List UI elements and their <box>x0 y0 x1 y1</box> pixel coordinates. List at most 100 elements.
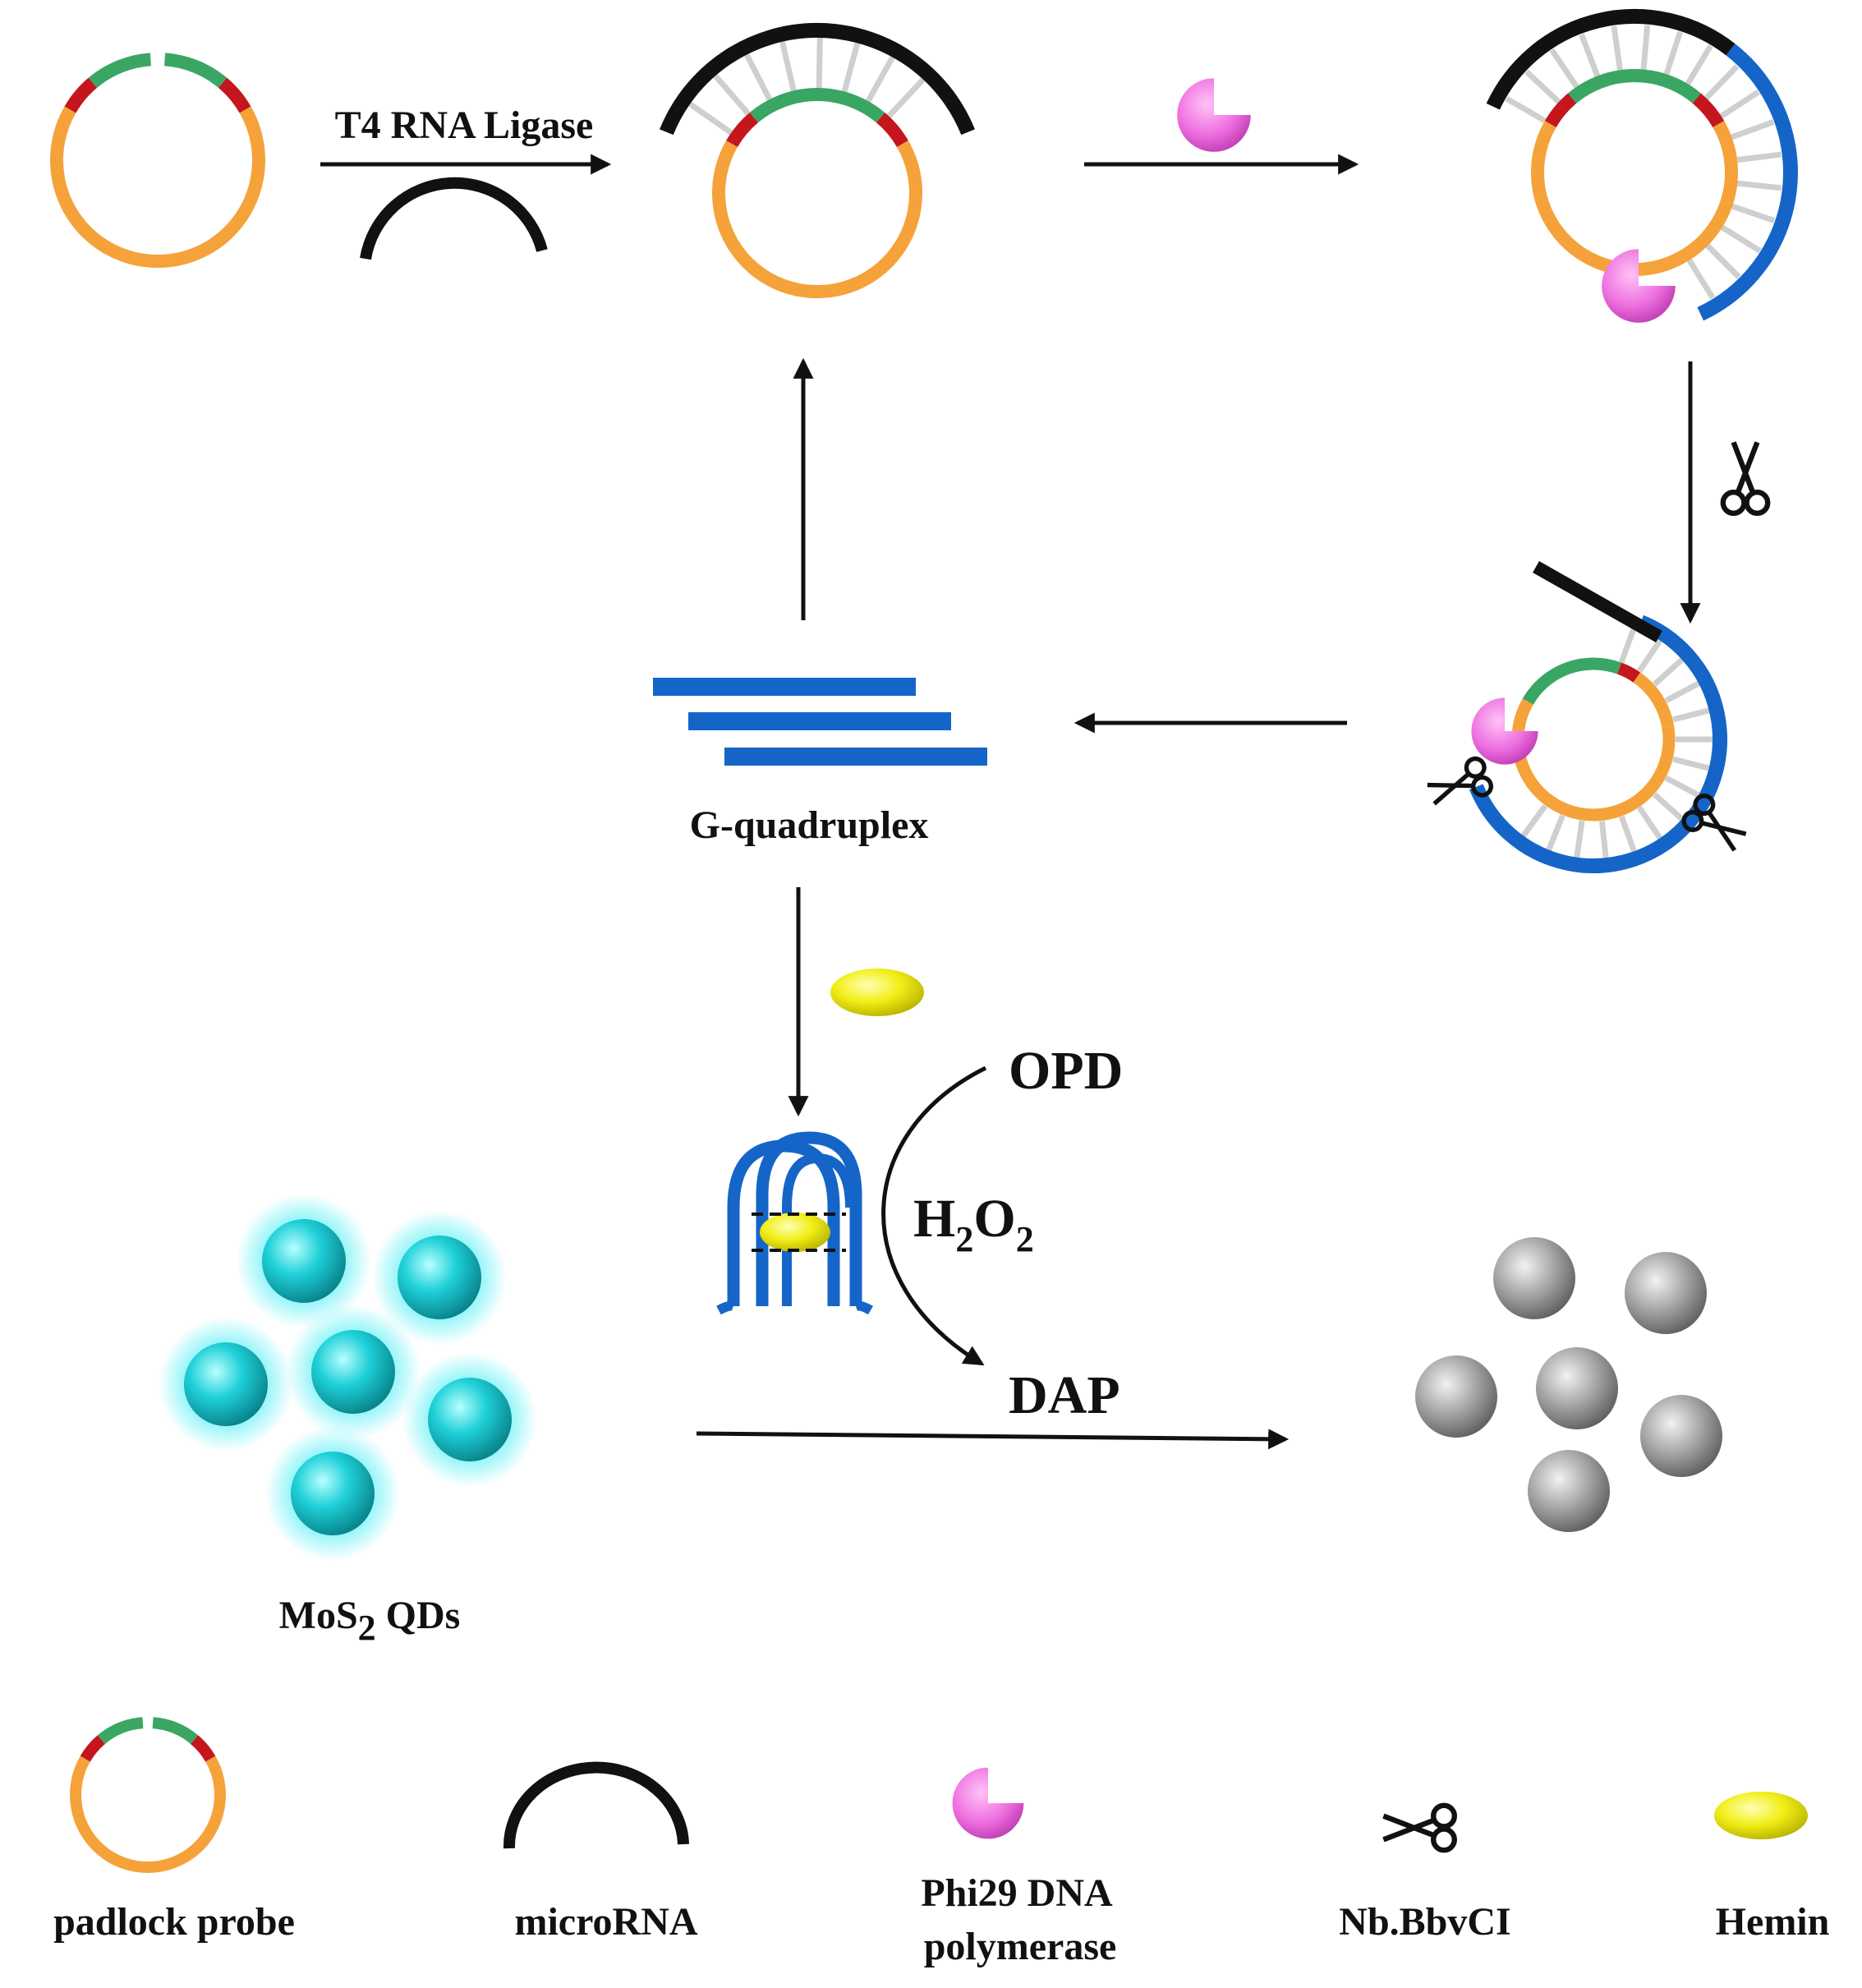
probe-body <box>70 1756 226 1874</box>
padlock-probe-1 <box>50 53 265 269</box>
base-pair <box>1505 95 1547 124</box>
quantum-dot-icon <box>262 1219 346 1303</box>
base-pair <box>1685 44 1713 85</box>
legend-hemin-label: Hemin <box>1716 1900 1830 1944</box>
quenched-dot <box>1625 1252 1707 1334</box>
probe-microrna-complex <box>660 23 975 299</box>
scissors-icon <box>1723 442 1768 513</box>
mos2-label: MoS2 QDs <box>279 1594 461 1648</box>
base-pair <box>1686 258 1716 300</box>
bound-hemin <box>760 1213 830 1252</box>
base-pair <box>1664 679 1702 704</box>
base-pair <box>687 101 733 136</box>
base-pair <box>1736 151 1782 163</box>
legend-padlock-icon <box>70 1717 226 1874</box>
base-pair <box>1618 815 1638 854</box>
base-pair <box>886 76 926 118</box>
probe-arm <box>1568 69 1701 104</box>
legend-padlock-label: padlock probe <box>53 1900 295 1944</box>
base-pair <box>1524 69 1561 104</box>
microrna-strand <box>360 177 548 260</box>
probe-junction <box>80 1735 106 1762</box>
g-quadruplex-strands <box>653 678 987 766</box>
legend-phi29-label-line1: Phi29 DNA <box>921 1871 1113 1915</box>
base-pair <box>1664 775 1702 799</box>
probe-junction <box>64 77 98 113</box>
primer-microrna <box>1486 9 1736 110</box>
probe-junction <box>1544 93 1577 128</box>
legend-polymerase-icon <box>952 1767 1024 1839</box>
base-pair <box>1720 224 1762 254</box>
quantum-dot-icon <box>398 1236 481 1319</box>
gq-strand-1 <box>653 678 916 696</box>
base-pair <box>1672 707 1712 723</box>
polymerase-icon <box>1177 78 1251 152</box>
probe-junction <box>1616 662 1641 683</box>
quenching-arrow <box>696 1429 1290 1450</box>
quantum-dot-icon <box>291 1452 375 1535</box>
base-pair <box>1574 820 1585 860</box>
probe-body <box>712 140 922 299</box>
base-pair <box>1618 624 1638 664</box>
probe-junction <box>876 112 908 148</box>
base-pair <box>779 40 797 92</box>
base-pair <box>1663 30 1683 76</box>
opd-label: OPD <box>1009 1041 1123 1101</box>
probe-body <box>50 106 265 269</box>
base-pair <box>1545 814 1565 853</box>
base-pair <box>712 73 751 116</box>
legend-scissors-icon <box>1383 1806 1454 1850</box>
base-pair <box>1719 90 1760 119</box>
probe-arm <box>88 53 152 89</box>
probe-body <box>1531 121 1738 276</box>
base-pair <box>1736 180 1782 191</box>
quenched-dot <box>1528 1450 1610 1532</box>
mos2-qds-quenched <box>1415 1237 1722 1532</box>
probe-arm <box>1522 657 1622 705</box>
ligase-label: T4 RNA Ligase <box>335 104 594 147</box>
released-microrna <box>1533 561 1662 642</box>
base-pair <box>1519 803 1548 839</box>
quenched-dot <box>1493 1237 1575 1319</box>
legend-microrna-label: microRNA <box>514 1900 697 1944</box>
base-pair <box>1652 656 1685 687</box>
base-pair <box>1652 792 1685 822</box>
probe-body <box>1511 698 1676 821</box>
rca-product <box>1697 44 1798 321</box>
base-pair <box>1704 64 1740 100</box>
base-pair <box>1672 756 1712 771</box>
base-pair <box>865 55 896 103</box>
base-pair <box>1579 33 1601 77</box>
dap-label: DAP <box>1009 1365 1120 1425</box>
base-pair <box>1637 805 1664 841</box>
gquad-label: G-quadruplex <box>690 803 929 847</box>
legend-hemin-icon <box>1714 1792 1808 1839</box>
legend-nb-label: Nb.BbvCI <box>1339 1900 1510 1944</box>
quantum-dot-icon <box>428 1378 512 1461</box>
base-pair <box>1598 821 1609 860</box>
gq-strand-2 <box>688 712 951 730</box>
probe-junction <box>218 77 251 113</box>
probe-arm <box>152 1717 199 1745</box>
rca-product <box>1469 614 1727 873</box>
quenched-dot <box>1536 1347 1618 1429</box>
base-pair <box>1637 637 1664 674</box>
base-pair <box>816 36 823 89</box>
base-pair <box>743 53 773 101</box>
probe-arm <box>163 53 228 89</box>
h2o2-label: H2O2 <box>913 1189 1034 1259</box>
base-pair <box>1731 203 1776 223</box>
dnazyme-structure <box>716 1131 874 1315</box>
probe-junction <box>726 112 759 148</box>
hemin-icon <box>830 969 924 1016</box>
quenched-dot <box>1415 1355 1497 1438</box>
nicked-complex <box>1424 561 1751 873</box>
base-pair <box>1705 243 1741 279</box>
probe-arm <box>97 1717 144 1745</box>
base-pair <box>841 41 861 93</box>
gq-strand-3 <box>724 748 987 766</box>
legend-microrna-icon <box>503 1761 689 1849</box>
probe-junction <box>1692 93 1725 128</box>
